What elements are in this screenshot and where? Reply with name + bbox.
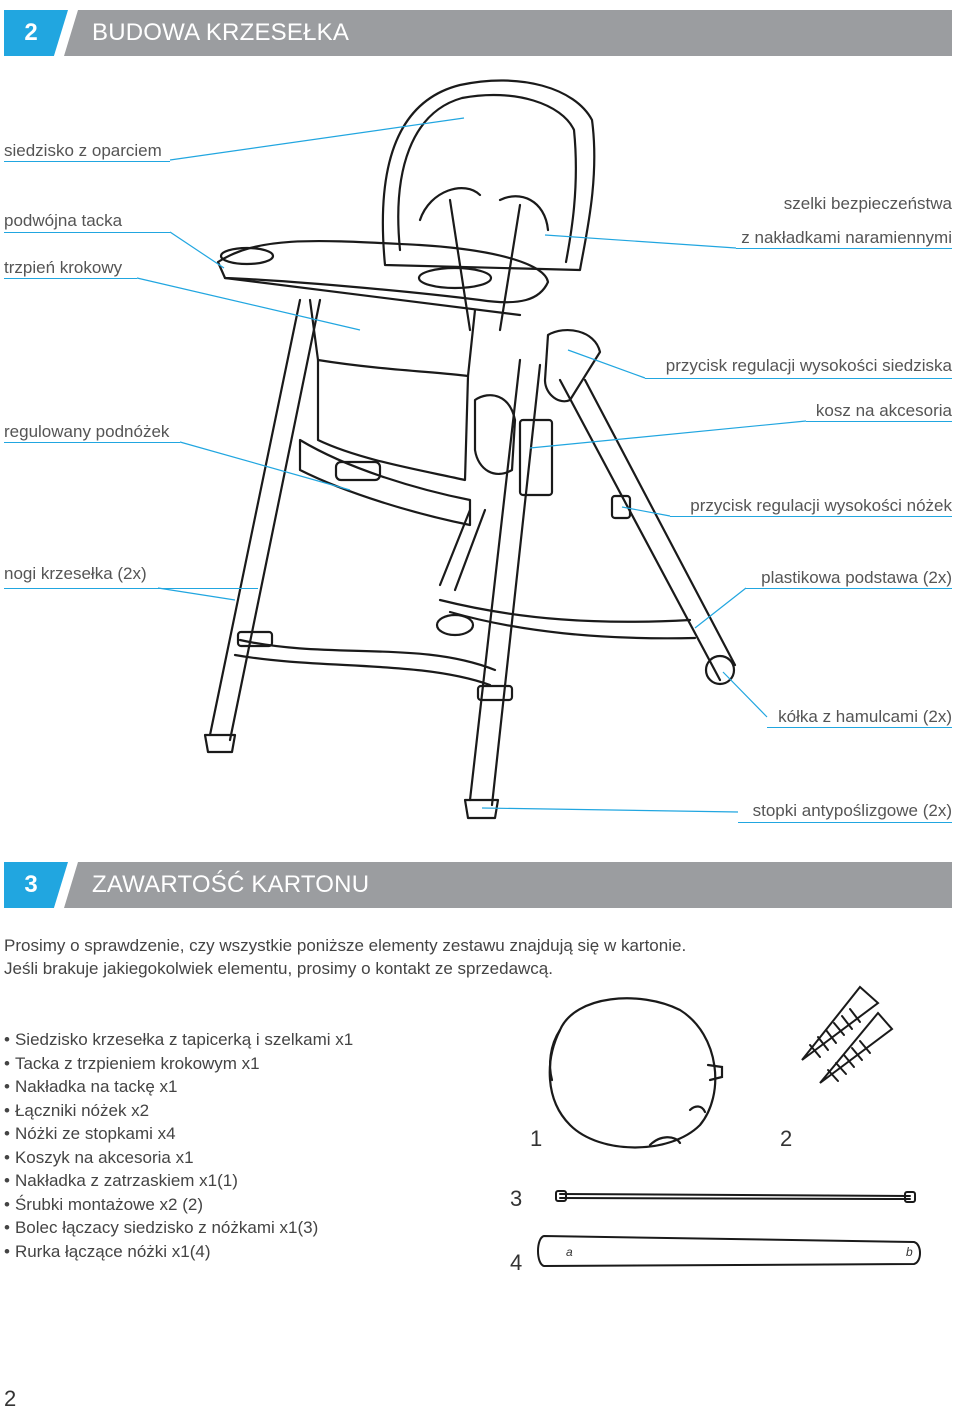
list-item: Tacka z trzpieniem krokowym x1: [4, 1052, 353, 1076]
label-harness-line1: szelki bezpieczeństwa: [783, 194, 952, 213]
label-feet: stopki antypoślizgowe (2x): [752, 801, 952, 820]
page-number: 2: [4, 1386, 17, 1411]
label-wheels-underline: [767, 727, 952, 728]
label-crotch-underline: [4, 278, 137, 279]
section-3-header: 3 ZAWARTOŚĆ KARTONU: [4, 862, 952, 908]
label-legs: nogi krzesełka (2x): [4, 564, 147, 583]
contents-list: Siedzisko krzesełka z tapicerką i szelka…: [4, 1028, 353, 1263]
list-item: Nóżki ze stopkami x4: [4, 1122, 353, 1146]
chair-drawing: [203, 79, 737, 820]
list-item: Nakładka z zatrzaskiem x1(1): [4, 1169, 353, 1193]
label-seat-height-underline: [645, 378, 952, 379]
intro-line-1: Prosimy o sprawdzenie, czy wszystkie pon…: [4, 936, 687, 955]
part-number-2: 2: [780, 1126, 793, 1151]
section-title: ZAWARTOŚĆ KARTONU: [92, 871, 370, 898]
tube-mark-b: b: [906, 1245, 913, 1259]
part-number-1: 1: [530, 1126, 543, 1151]
list-item: Nakładka na tackę x1: [4, 1075, 353, 1099]
part-number-3: 3: [510, 1186, 523, 1211]
tube-mark-a: a: [566, 1245, 573, 1259]
list-item: Siedzisko krzesełka z tapicerką i szelka…: [4, 1028, 353, 1052]
list-item: Rurka łączące nóżki x1(4): [4, 1240, 353, 1264]
part-4-tube-illustration: [537, 1234, 921, 1268]
label-seat: siedzisko z oparciem: [4, 141, 162, 160]
label-harness-underline: [736, 248, 952, 249]
list-item: Łączniki nóżek x2: [4, 1099, 353, 1123]
list-item: Bolec łączacy siedzisko z nóżkami x1(3): [4, 1216, 353, 1240]
label-basket: kosz na akcesoria: [815, 401, 952, 420]
label-plastic-base: plastikowa podstawa (2x): [761, 568, 952, 587]
label-harness-line2: z nakładkami naramiennymi: [741, 228, 952, 247]
section-title-bar: [64, 862, 952, 908]
contents-intro: Prosimy o sprawdzenie, czy wszystkie pon…: [4, 934, 686, 980]
section-title: BUDOWA KRZESEŁKA: [92, 19, 350, 46]
list-item: Koszyk na akcesoria x1: [4, 1146, 353, 1170]
label-footrest-underline: [4, 442, 180, 443]
list-item: Śrubki montażowe x2 (2): [4, 1193, 353, 1217]
part-3-pin-illustration: [555, 1190, 916, 1203]
label-leg-height-underline: [670, 516, 952, 517]
section-number: 3: [24, 871, 38, 898]
section-number: 2: [24, 19, 38, 46]
label-plastic-base-underline: [746, 588, 952, 589]
label-tray: podwójna tacka: [4, 211, 123, 230]
label-basket-underline: [806, 421, 952, 422]
part-1-cover-illustration: [548, 997, 724, 1149]
label-tray-underline: [4, 232, 170, 233]
label-crotch: trzpień krokowy: [4, 258, 123, 277]
section-2-header: 2 BUDOWA KRZESEŁKA: [4, 10, 952, 56]
high-chair-illustration: [136, 79, 807, 820]
part-2-screws-illustration: [801, 985, 894, 1084]
label-wheels: kółka z hamulcami (2x): [778, 707, 952, 726]
pointer-lines: [136, 117, 807, 813]
label-legs-underline: [4, 588, 258, 589]
intro-line-2: Jeśli brakuje jakiegokolwiek elementu, p…: [4, 959, 553, 978]
part-number-4: 4: [510, 1250, 523, 1275]
label-leg-height-button: przycisk regulacji wysokości nóżek: [690, 496, 952, 515]
label-footrest: regulowany podnóżek: [4, 422, 170, 441]
label-seat-height-button: przycisk regulacji wysokości siedziska: [665, 356, 952, 375]
section-title-bar: [64, 10, 952, 56]
label-feet-underline: [738, 822, 952, 823]
label-seat-underline: [4, 161, 170, 162]
